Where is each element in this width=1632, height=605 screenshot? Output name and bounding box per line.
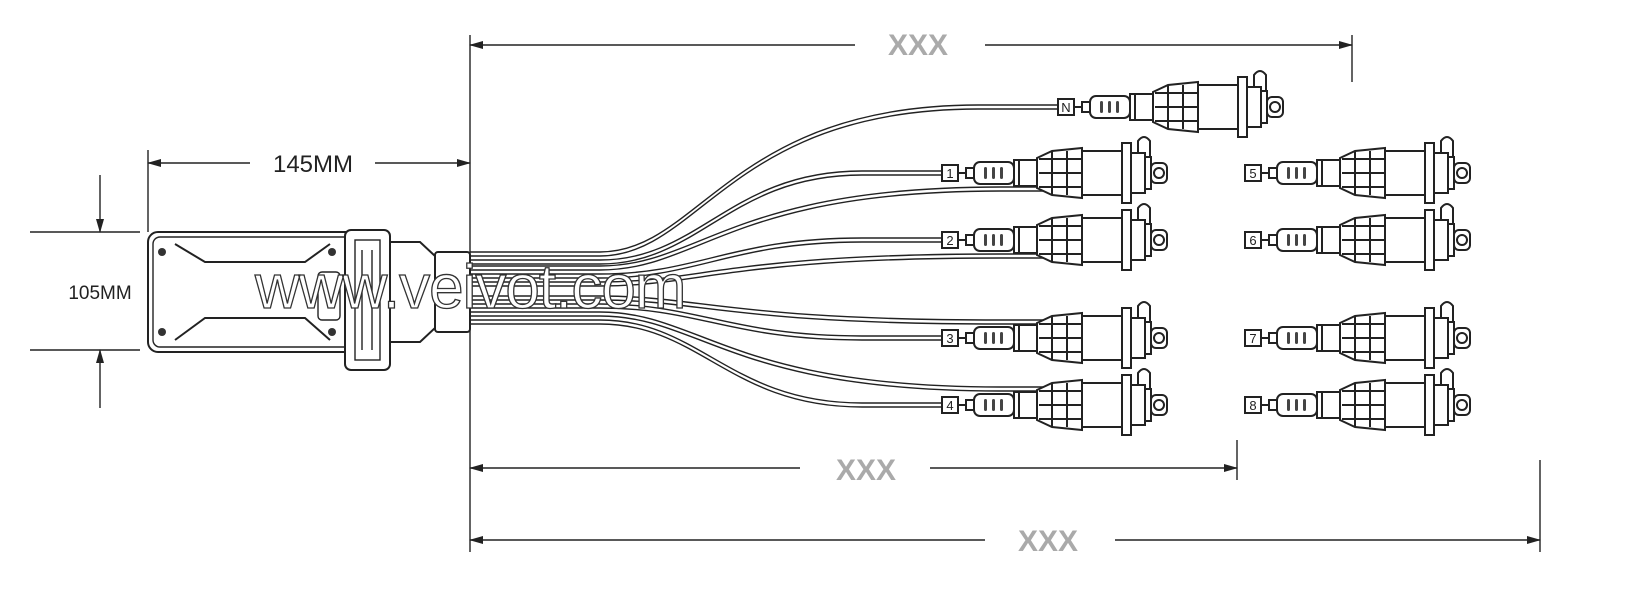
connector-7: 7 <box>1244 301 1471 369</box>
cable-6 <box>470 257 1135 287</box>
dust-cap-loop <box>1440 136 1454 157</box>
connector-5: 5 <box>1244 136 1471 204</box>
cable-8 <box>470 315 1135 392</box>
clamp-collar <box>344 229 391 371</box>
cables <box>470 104 1135 408</box>
connectors: N 1 2 3 4 5 6 7 8 <box>941 70 1471 436</box>
flange <box>1121 209 1132 271</box>
cable-N <box>470 104 1058 253</box>
connector-N: N <box>1057 70 1284 138</box>
cable-6 <box>470 253 1135 283</box>
dust-cap-loop <box>1137 136 1151 157</box>
dimension-device-width-label: 105MM <box>68 283 131 304</box>
ring-icon <box>1456 234 1468 246</box>
ring-icon <box>1153 234 1165 246</box>
flange <box>1121 307 1132 369</box>
flange <box>1121 374 1132 436</box>
connector-8: 8 <box>1244 368 1471 436</box>
connector-2: 2 <box>941 203 1168 271</box>
connector-label: N <box>1061 100 1070 115</box>
flange <box>1121 142 1132 204</box>
dust-cap-loop <box>1137 301 1151 322</box>
connector-label: 3 <box>946 331 953 346</box>
cable-4 <box>470 319 942 404</box>
dust-cap-loop <box>1440 301 1454 322</box>
dimension-device-width: 105MM <box>68 175 132 408</box>
screw-icon <box>328 328 336 336</box>
dimension-device-length: 145MM <box>147 151 471 178</box>
cable-5 <box>470 186 1135 267</box>
dimension-device-length-label: 145MM <box>273 151 353 178</box>
flange <box>1424 374 1435 436</box>
flange <box>1424 142 1435 204</box>
connector-label: 4 <box>946 398 953 413</box>
connector-1: 1 <box>941 136 1168 204</box>
screw-icon <box>158 248 166 256</box>
dimension-top-label: XXX <box>888 29 948 62</box>
connector-label: 6 <box>1249 233 1256 248</box>
dust-cap-loop <box>1440 368 1454 389</box>
ring-icon <box>1456 399 1468 411</box>
connector-label: 2 <box>946 233 953 248</box>
cable-7 <box>470 299 1135 325</box>
watermark: www.veivot.com <box>254 253 685 322</box>
dimension-top: XXX <box>469 29 1353 62</box>
top-rib <box>174 243 331 263</box>
ring-icon <box>1153 399 1165 411</box>
dust-cap-loop <box>1253 70 1267 91</box>
cable-3 <box>470 303 942 337</box>
cable-3 <box>470 307 942 341</box>
connector-label: 7 <box>1249 331 1256 346</box>
dust-cap-loop <box>1137 368 1151 389</box>
status-window <box>317 271 341 321</box>
ring-icon <box>1269 101 1281 113</box>
flange <box>1424 307 1435 369</box>
cable-4 <box>470 323 942 408</box>
cable-2 <box>470 241 942 279</box>
cable-8 <box>470 311 1135 388</box>
flange <box>1424 209 1435 271</box>
splitter-device <box>147 229 471 371</box>
bottom-rib <box>174 317 331 341</box>
dimension-bottom-label: XXX <box>1018 525 1078 558</box>
cable-1 <box>470 170 942 261</box>
connector-4: 4 <box>941 368 1168 436</box>
ring-icon <box>1153 332 1165 344</box>
dust-cap-loop <box>1440 203 1454 224</box>
ring-icon <box>1456 167 1468 179</box>
dimension-middle: XXX <box>469 454 1238 487</box>
screw-icon <box>328 248 336 256</box>
cable-N <box>470 108 1058 257</box>
cable-2 <box>470 237 942 275</box>
cable-7 <box>470 295 1135 321</box>
connector-label: 5 <box>1249 166 1256 181</box>
ring-icon <box>1456 332 1468 344</box>
cable-5 <box>470 190 1135 271</box>
dimension-bottom: XXX <box>469 525 1541 558</box>
ring-icon <box>1153 167 1165 179</box>
cable-1 <box>470 174 942 265</box>
connector-label: 1 <box>946 166 953 181</box>
connector-6: 6 <box>1244 203 1471 271</box>
connector-3: 3 <box>941 301 1168 369</box>
connector-label: 8 <box>1249 398 1256 413</box>
dust-cap-loop <box>1137 203 1151 224</box>
dimension-middle-label: XXX <box>836 454 896 487</box>
screw-icon <box>158 328 166 336</box>
flange <box>1237 76 1248 138</box>
